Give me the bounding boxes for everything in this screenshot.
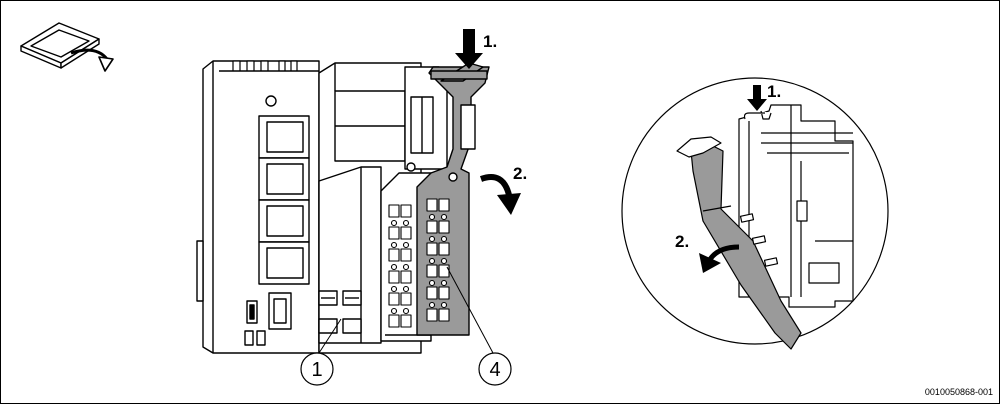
detail-release-lever: [676, 136, 802, 350]
detail-housing: [738, 104, 854, 308]
tilt-arrow-icon: [479, 174, 521, 215]
detail-view: 1. 2.: [621, 77, 889, 350]
detail-step-2-label: 2.: [675, 232, 689, 251]
detail-tilt-arrow-icon: [699, 244, 740, 273]
detail-step-1-label: 1.: [767, 82, 781, 101]
image-code: 0010050868-001: [925, 387, 993, 397]
callout-1-label: 1: [311, 359, 322, 381]
callout-base-module: 1: [300, 318, 342, 386]
push-down-arrow-icon: [455, 29, 483, 69]
rotate-part-icon: [20, 22, 114, 72]
removable-terminal-strip: [416, 62, 490, 336]
main-step-1-label: 1.: [483, 32, 497, 51]
detail-push-arrow-icon: [747, 85, 767, 111]
controller-housing: [196, 60, 320, 354]
main-step-2-label: 2.: [513, 164, 527, 183]
callout-terminal-block: 4: [446, 266, 512, 386]
base-module-carrier: [318, 62, 422, 354]
callout-4-label: 4: [489, 359, 500, 381]
